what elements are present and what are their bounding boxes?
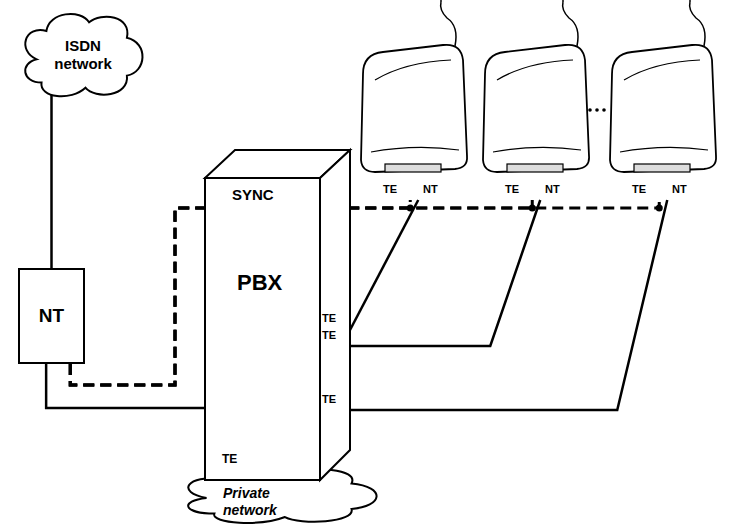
sync-line (70, 200, 659, 385)
link-line (350, 200, 667, 410)
station-ellipsis (588, 108, 606, 112)
node-label: NT (39, 305, 64, 328)
port-label: TE (222, 452, 237, 466)
nt-box: NT (18, 268, 85, 364)
link-line (50, 92, 53, 268)
port-label: NT (545, 183, 560, 196)
link-line (350, 200, 418, 330)
port-label: TE (322, 329, 336, 341)
port-label: TE (632, 183, 646, 196)
junction-dot (529, 205, 536, 212)
port-label: TE (322, 393, 336, 405)
port-label: NT (672, 183, 687, 196)
port-label: TE (383, 183, 397, 196)
node-label: Private network (223, 485, 313, 519)
base-station: TE NT (477, 40, 592, 200)
base-station-outline (477, 40, 592, 200)
node-label: ISDN network (48, 37, 118, 73)
base-station: TE NT (355, 40, 470, 200)
port-label: TE (322, 312, 336, 324)
junction-dot (656, 205, 663, 212)
port-label: NT (423, 183, 438, 196)
base-station-outline (604, 40, 719, 200)
node-label: PBX (237, 270, 282, 296)
base-station: TE NT (604, 40, 719, 200)
base-station-outline (355, 40, 470, 200)
signal-name: SYNC (232, 186, 274, 203)
network-cloud: ISDN network (22, 12, 144, 98)
port-label: TE (505, 183, 519, 196)
link-line (350, 200, 540, 346)
